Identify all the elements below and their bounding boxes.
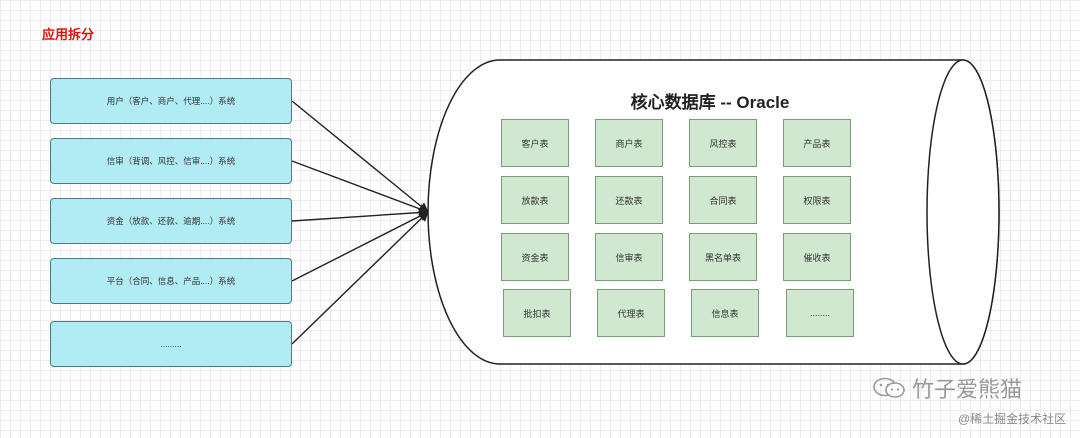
table-collection: 催收表 [783, 233, 851, 281]
system-box-platform: 平台（合同、信息、产品....）系统 [50, 258, 292, 304]
watermark-source: @稀土掘金技术社区 [958, 412, 1067, 426]
watermark: 竹子爱熊猫 [872, 372, 1022, 404]
connector-line [291, 100, 429, 213]
wechat-icon [873, 377, 905, 398]
table-batch-debit: 批扣表 [503, 289, 571, 337]
connector-line [291, 211, 429, 282]
table-repayment: 还款表 [595, 176, 663, 224]
diagram-title: 应用拆分 [42, 27, 95, 42]
system-box-funds: 资金（放款、还款、逾期....）系统 [50, 198, 292, 244]
system-box-more: ......... [50, 321, 292, 367]
database-title: 核心数据库 -- Oracle [630, 93, 790, 112]
table-customer: 客户表 [501, 119, 569, 167]
table-info: 信息表 [691, 289, 759, 337]
table-merchant: 商户表 [595, 119, 663, 167]
table-risk: 风控表 [689, 119, 757, 167]
table-permission: 权限表 [783, 176, 851, 224]
table-funds: 资金表 [501, 233, 569, 281]
system-box-user: 用户（客户、商户、代理....）系统 [50, 78, 292, 124]
connector-line [291, 160, 429, 214]
connector-line [291, 207, 429, 222]
table-loan: 放款表 [501, 176, 569, 224]
table-credit-review: 信审表 [595, 233, 663, 281]
table-contract: 合同表 [689, 176, 757, 224]
system-box-review: 信审（背调、风控、信审....）系统 [50, 138, 292, 184]
connector-line [291, 211, 429, 345]
watermark-brand: 竹子爱熊猫 [912, 377, 1023, 402]
table-agent: 代理表 [597, 289, 665, 337]
table-product: 产品表 [783, 119, 851, 167]
table-more: ........ [786, 289, 854, 337]
table-blacklist: 黑名单表 [689, 233, 757, 281]
database-cylinder-cap [926, 59, 1000, 365]
